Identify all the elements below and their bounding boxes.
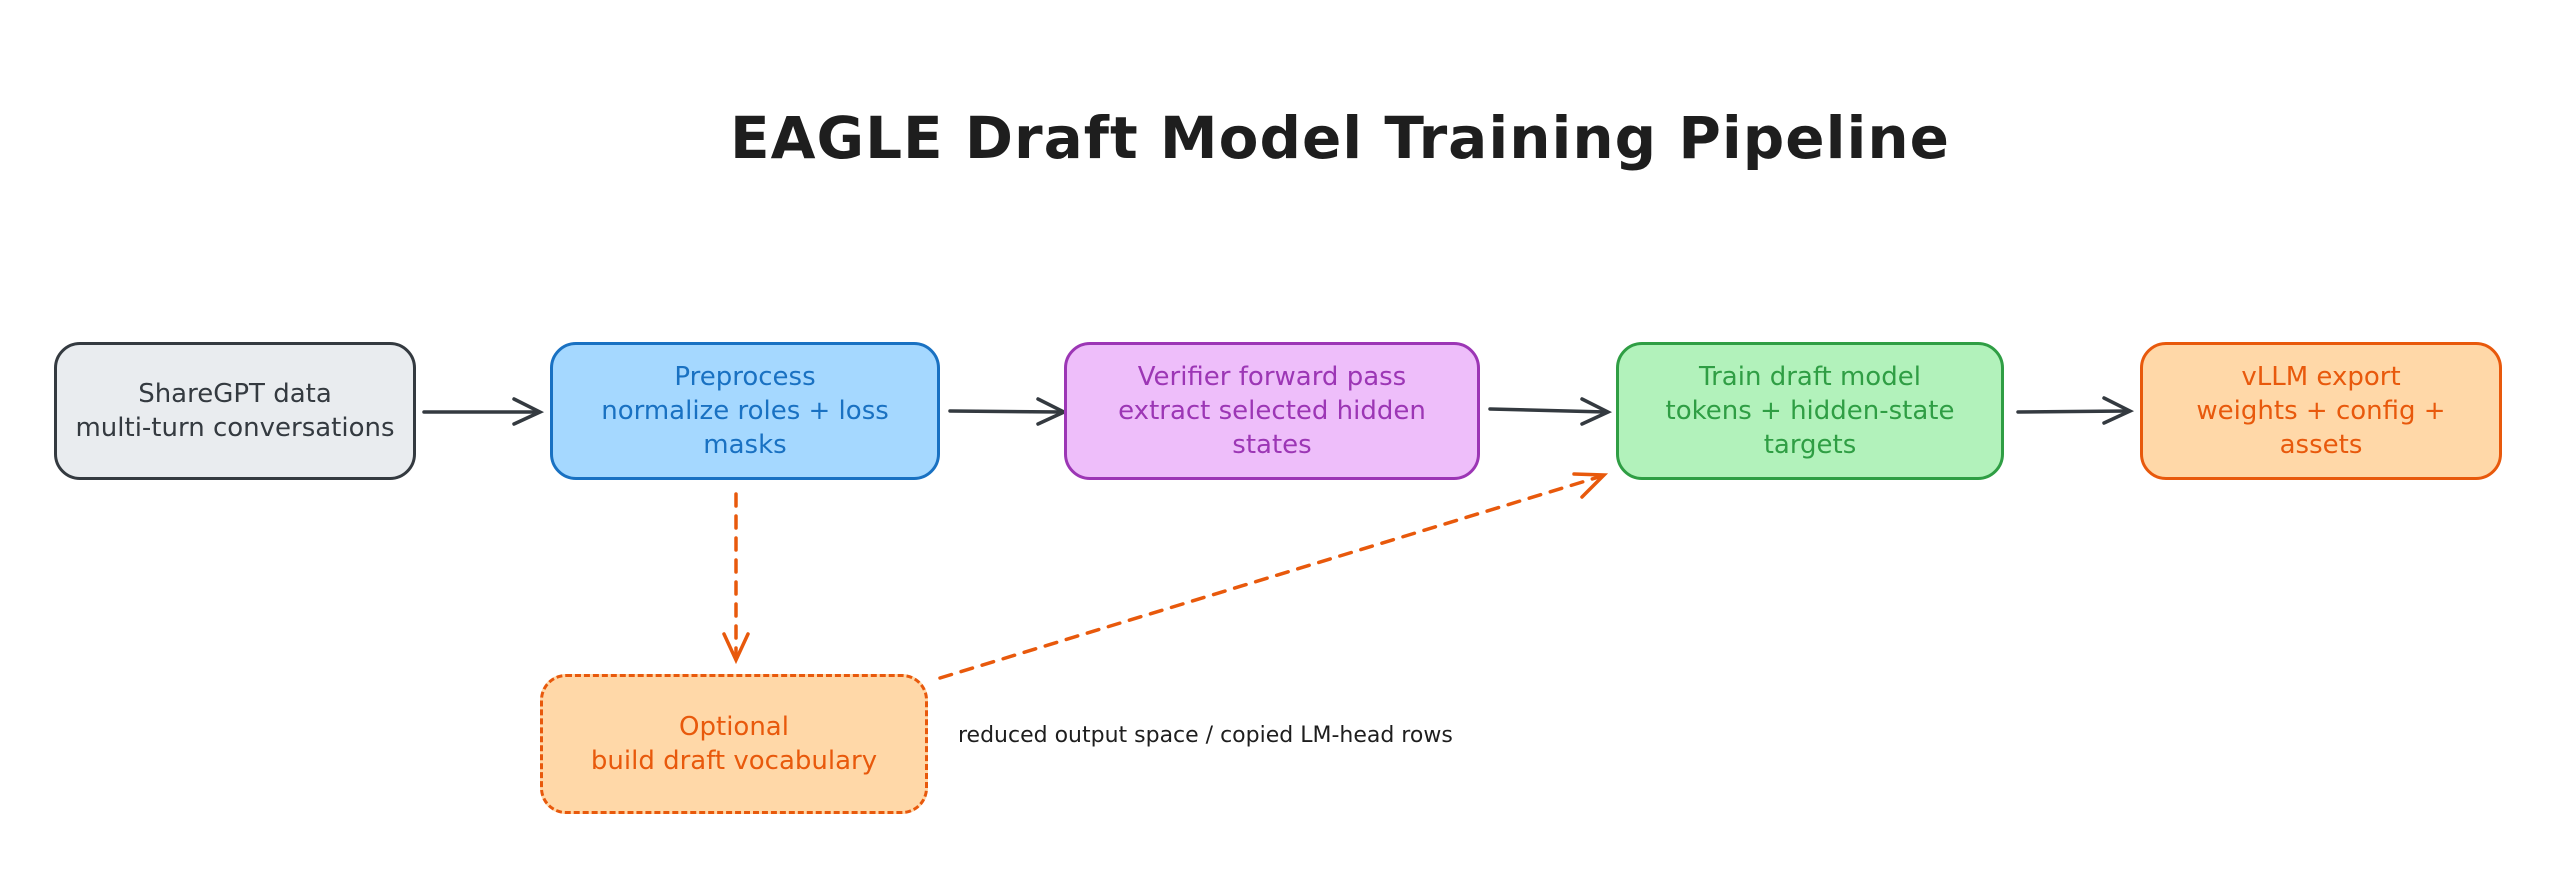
node-preprocess-line-1: Preprocess xyxy=(674,362,816,392)
edge-vocab-to-train xyxy=(938,472,1609,680)
edge-sharegpt-to-preprocess xyxy=(422,397,545,426)
node-optional-draft-vocabulary: Optional build draft vocabulary xyxy=(540,674,928,814)
node-sharegpt-line-2: multi-turn conversations xyxy=(75,413,395,443)
node-verifier-line-3: states xyxy=(1232,430,1312,460)
node-train-line-3: targets xyxy=(1763,430,1857,460)
diagram-title: EAGLE Draft Model Training Pipeline xyxy=(729,104,1951,172)
node-preprocess-line-3: masks xyxy=(703,430,787,460)
node-vocab-line-2: build draft vocabulary xyxy=(590,746,878,776)
node-train-draft-model: Train draft model tokens + hidden-state … xyxy=(1616,342,2004,480)
node-preprocess-line-2: normalize roles + loss xyxy=(601,396,889,426)
node-vllm-export: vLLM export weights + config + assets xyxy=(2140,342,2502,480)
edge-train-to-export xyxy=(2016,396,2135,425)
node-vocab-line-1: Optional xyxy=(679,712,789,742)
node-preprocess: Preprocess normalize roles + loss masks xyxy=(550,342,940,480)
node-verifier-line-2: extract selected hidden xyxy=(1118,396,1426,426)
node-train-line-2: tokens + hidden-state xyxy=(1665,396,1955,426)
edge-preprocess-to-vocab xyxy=(722,492,750,665)
node-verifier-line-1: Verifier forward pass xyxy=(1137,362,1407,392)
node-sharegpt-line-1: ShareGPT data xyxy=(138,379,332,409)
edge-verifier-to-train xyxy=(1488,397,1613,426)
node-export-line-2: weights + config + xyxy=(2196,396,2446,426)
edge-preprocess-to-verifier xyxy=(948,397,1069,426)
node-verifier-forward-pass: Verifier forward pass extract selected h… xyxy=(1064,342,1480,480)
node-train-line-1: Train draft model xyxy=(1699,362,1921,392)
edge-label-vocab-to-train: reduced output space / copied LM-head ro… xyxy=(958,723,1453,748)
node-export-line-3: assets xyxy=(2279,430,2363,460)
node-sharegpt-data: ShareGPT data multi-turn conversations xyxy=(54,342,416,480)
node-export-line-1: vLLM export xyxy=(2241,362,2401,392)
